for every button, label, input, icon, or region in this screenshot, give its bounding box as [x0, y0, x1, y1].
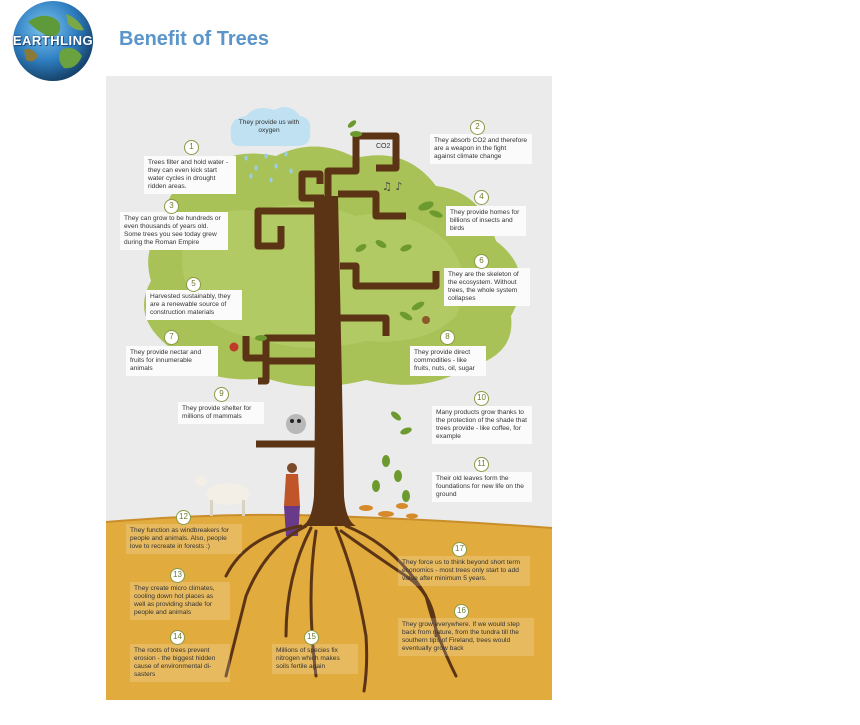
cow [195, 476, 250, 516]
fact-text: They can grow to be hundreds or even tho… [124, 215, 221, 246]
fact-number: 15 [304, 630, 319, 645]
fact-10: 10 Many products grow thanks to the prot… [432, 391, 532, 444]
oxygen-cloud-text: They provide us with oxygen [238, 119, 300, 134]
fact-text: They provide direct commodities - like f… [414, 349, 475, 372]
fact-number: 3 [164, 199, 179, 214]
fact-number: 2 [470, 120, 485, 135]
logo-text: EARTHLING [12, 33, 94, 48]
fact-text: They absorb CO2 and therefore are a weap… [434, 137, 528, 160]
fact-2: 2 They absorb CO2 and therefore are a we… [430, 120, 532, 164]
fact-15: 15 Millions of species fix nitrogen whic… [272, 630, 358, 674]
fact-text: They provide nectar and fruits for innum… [130, 349, 202, 372]
fact-number: 12 [176, 510, 191, 525]
fact-text: They provide shelter for millions of mam… [182, 405, 252, 420]
fact-text: Many products grow thanks to the protect… [436, 409, 527, 440]
fact-12: 12 They function as windbreakers for peo… [126, 510, 242, 554]
benefit-of-trees-infographic: ♫ ♪ They provide us with oxygen CO [106, 76, 552, 700]
fact-text: They function as windbreakers for people… [130, 527, 229, 550]
co2-label: CO2 [376, 143, 391, 150]
fact-5: 5 Harvested sustainably, they are a rene… [146, 277, 242, 320]
fact-text: They provide homes for billions of insec… [450, 209, 520, 232]
fact-text: The roots of trees prevent erosion - the… [134, 647, 216, 678]
fact-number: 14 [170, 630, 185, 645]
cloud [230, 107, 311, 147]
fact-number: 5 [186, 277, 201, 292]
fact-14: 14 The roots of trees prevent erosion - … [130, 630, 230, 682]
fact-6: 6 They are the skeleton of the ecosystem… [444, 254, 530, 306]
fact-17: 17 They force us to think beyond short t… [398, 542, 530, 586]
fact-number: 16 [454, 604, 469, 619]
fact-8: 8 They provide direct commodities - like… [410, 330, 486, 376]
nut [422, 316, 430, 324]
page-title: Benefit of Trees [119, 28, 270, 50]
fact-number: 10 [474, 391, 489, 406]
apple [229, 342, 239, 352]
fact-text: They grow everywhere. If we would step b… [402, 621, 520, 652]
earthling-logo: EARTHLING [6, 0, 100, 84]
lemur [286, 414, 306, 434]
fact-13: 13 They create micro climates, cooling d… [130, 568, 230, 620]
tree-illustration: ♫ ♪ [106, 107, 552, 700]
fact-number: 9 [214, 387, 229, 402]
fact-7: 7 They provide nectar and fruits for inn… [126, 330, 218, 376]
fact-3: 3 They can grow to be hundreds or even t… [120, 199, 228, 250]
fact-text: Harvested sustainably, they are a renewa… [150, 293, 231, 316]
fact-text: Millions of species fix nitrogen which m… [276, 647, 340, 670]
fact-number: 17 [452, 542, 467, 557]
fact-9: 9 They provide shelter for millions of m… [178, 387, 264, 424]
fact-text: Trees filter and hold water - they can e… [148, 159, 229, 190]
fact-number: 11 [474, 457, 489, 472]
fact-text: Their old leaves form the foundations fo… [436, 475, 524, 498]
fact-11: 11 Their old leaves form the foundations… [432, 457, 532, 502]
fact-number: 1 [184, 140, 199, 155]
fact-number: 7 [164, 330, 179, 345]
fact-number: 13 [170, 568, 185, 583]
fact-text: They are the skeleton of the ecosystem. … [448, 271, 519, 302]
fact-text: They force us to think beyond short term… [402, 559, 521, 582]
fact-4: 4 They provide homes for billions of ins… [446, 190, 526, 236]
woman [284, 463, 300, 536]
fact-16: 16 They grow everywhere. If we would ste… [398, 604, 534, 656]
fact-number: 8 [440, 330, 455, 345]
fact-1: 1 Trees filter and hold water - they can… [144, 140, 236, 194]
svg-text:♫ ♪: ♫ ♪ [382, 180, 402, 193]
fact-text: They create micro climates, cooling down… [134, 585, 215, 616]
fact-number: 4 [474, 190, 489, 205]
fact-number: 6 [474, 254, 489, 269]
